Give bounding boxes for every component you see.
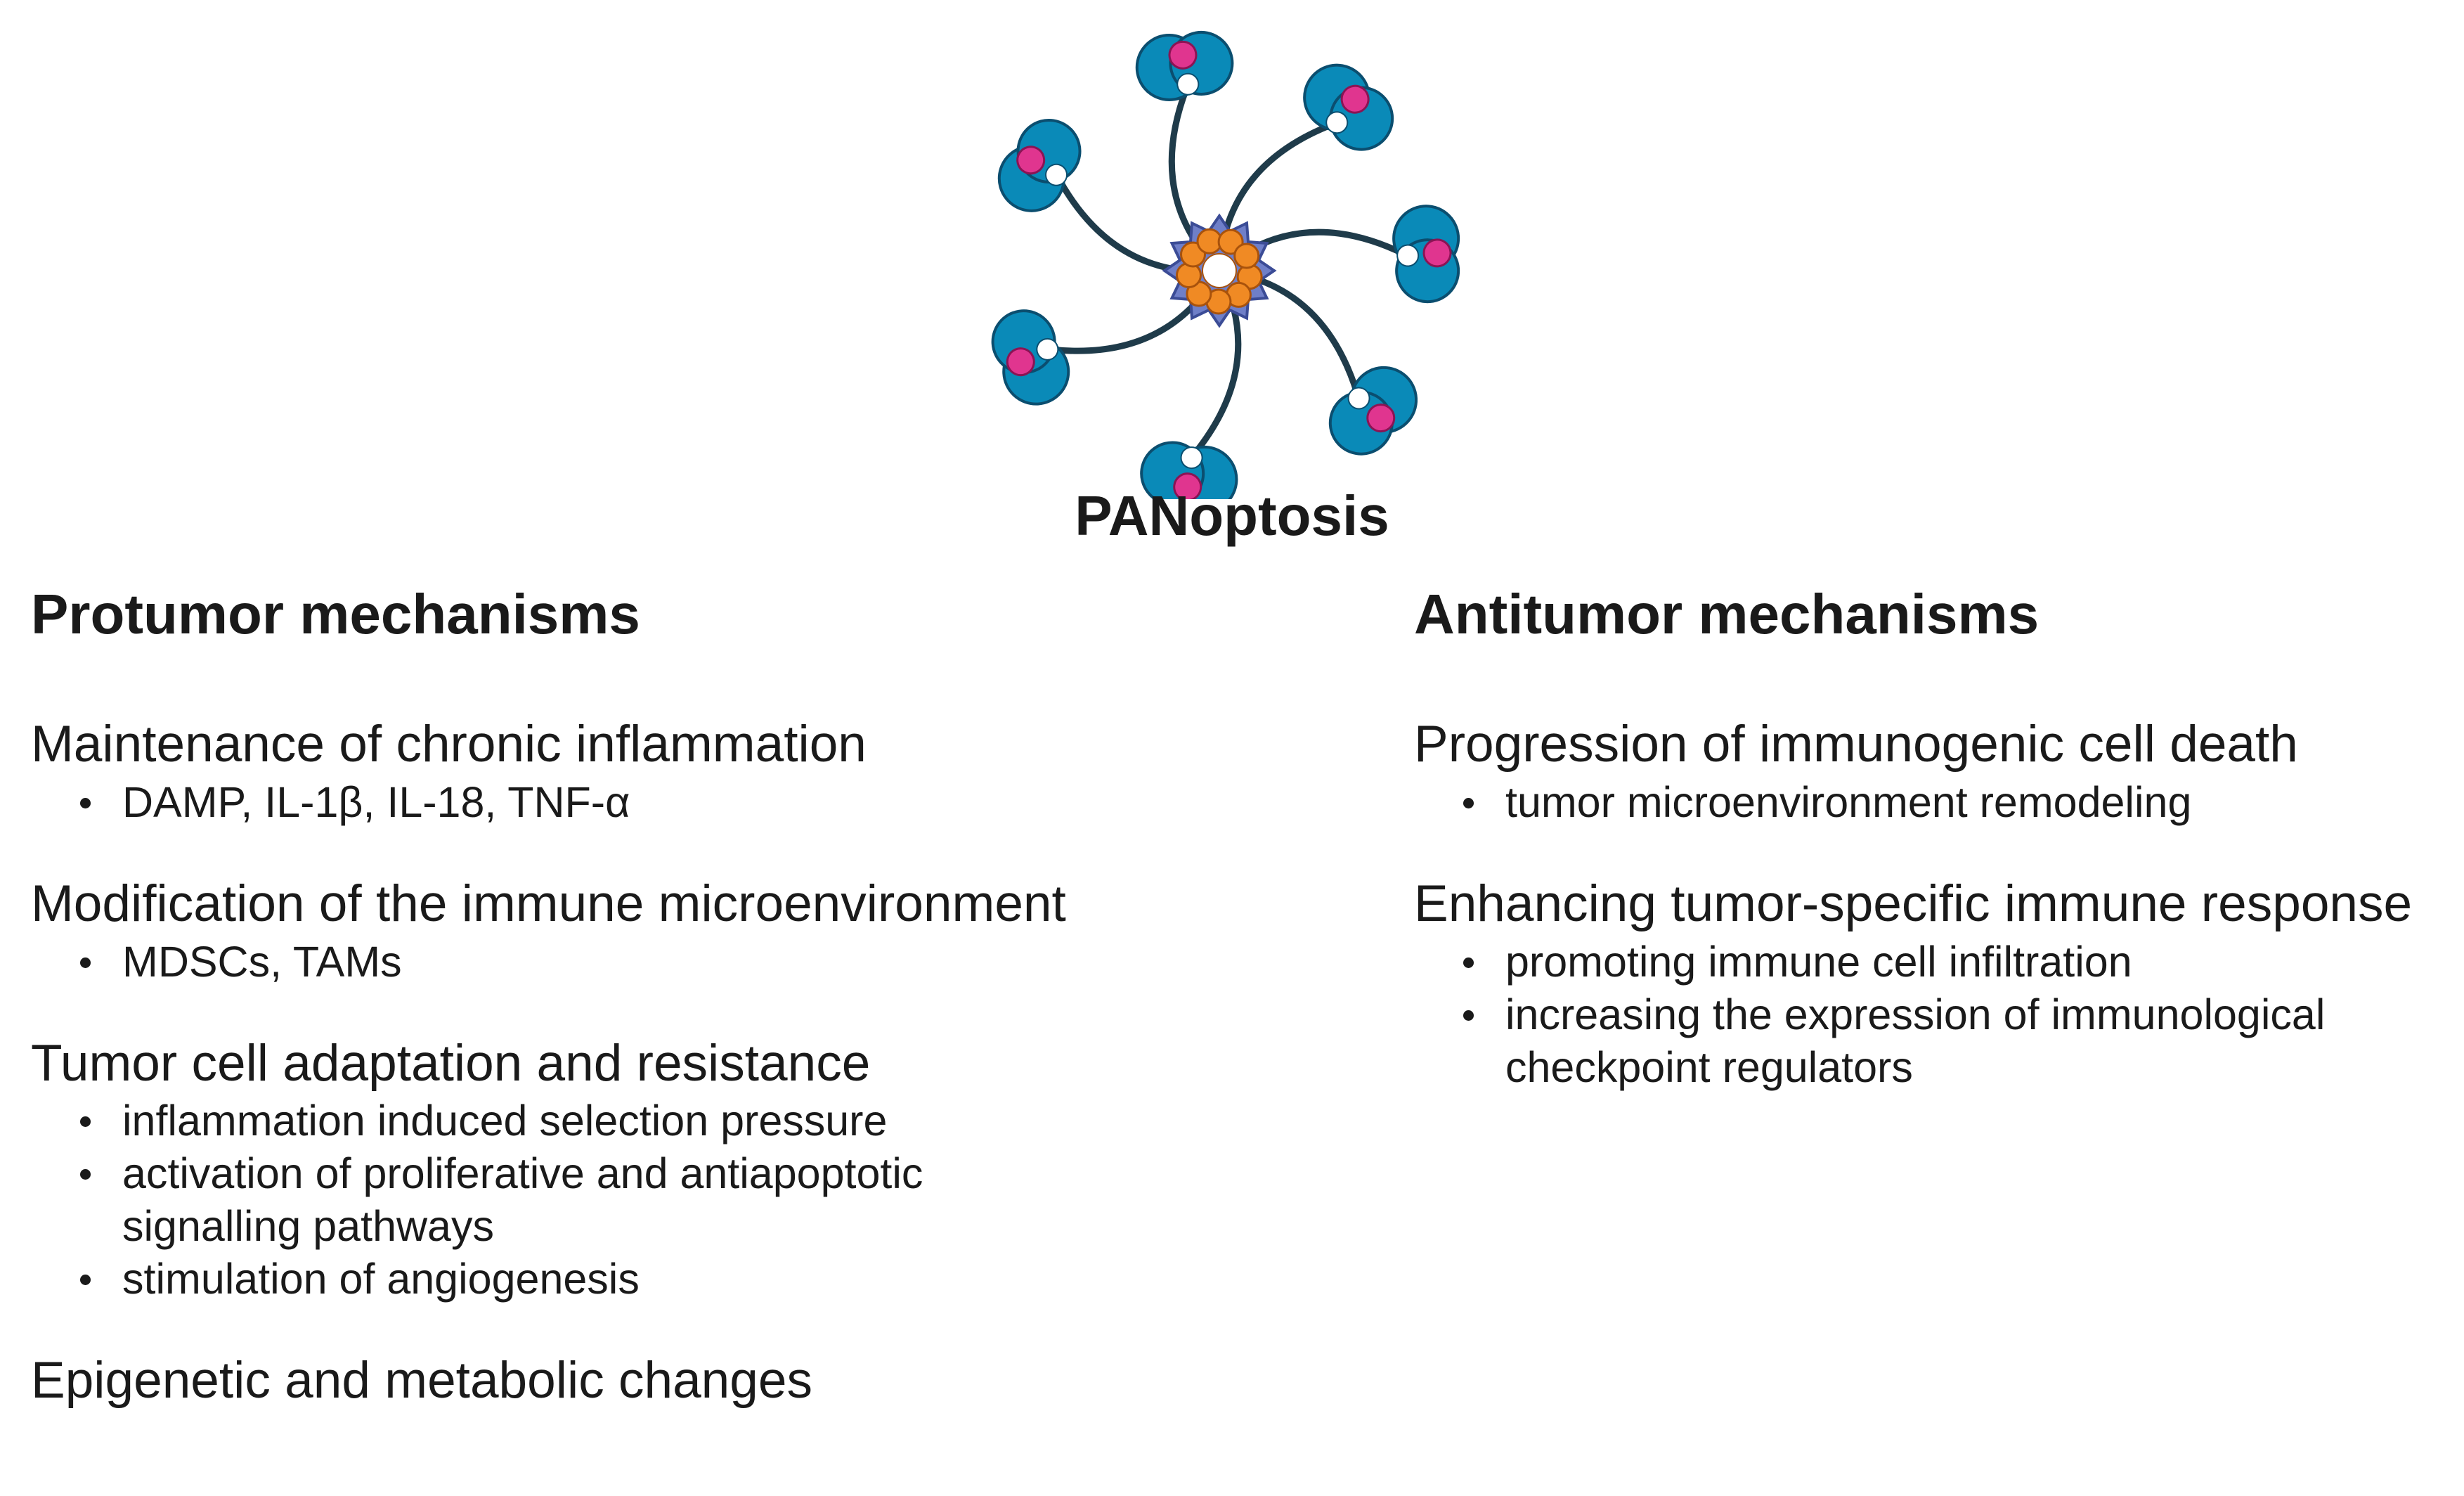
bullet-list: DAMP, IL-1β, IL-18, TNF-α bbox=[31, 776, 1366, 829]
bullet-item: stimulation of angiogenesis bbox=[31, 1253, 1071, 1305]
bullet-item: inflammation induced selection pressure bbox=[31, 1095, 1071, 1147]
protein-domain-icon bbox=[1328, 366, 1418, 456]
bullet-item: DAMP, IL-1β, IL-18, TNF-α bbox=[31, 776, 1071, 829]
protein-domain-icon bbox=[997, 118, 1082, 212]
bullet-item: promoting immune cell infiltration bbox=[1414, 936, 2433, 988]
bullet-item: MDSCs, TAMs bbox=[31, 936, 1071, 988]
protein-domain-icon bbox=[1135, 30, 1234, 101]
bullet-dot-icon bbox=[1463, 1010, 1474, 1021]
mechanism-group-title: Tumor cell adaptation and resistance bbox=[31, 1034, 871, 1092]
mechanism-group: Enhancing tumor-specific immune response… bbox=[1414, 875, 2454, 1094]
mechanism-group-title: Maintenance of chronic inflammation bbox=[31, 716, 867, 773]
bullet-text: stimulation of angiogenesis bbox=[122, 1255, 640, 1303]
antitumor-groups: Progression of immunogenic cell death tum… bbox=[1414, 716, 2454, 1094]
bullet-dot-icon bbox=[1463, 797, 1474, 808]
antitumor-heading: Antitumor mechanisms bbox=[1414, 583, 2040, 645]
bullet-item: tumor microenvironment remodeling bbox=[1414, 776, 2433, 829]
bullet-dot-icon bbox=[80, 797, 91, 808]
protein-domain-icon bbox=[991, 309, 1070, 406]
antitumor-column: Antitumor mechanisms Progression of immu… bbox=[1414, 583, 2454, 1140]
figure-title: PANoptosis bbox=[1075, 484, 1389, 547]
bullet-item: activation of proliferative and antiapop… bbox=[31, 1147, 1071, 1253]
bullet-text: activation of proliferative and antiapop… bbox=[122, 1149, 923, 1251]
protein-domain-icon bbox=[1303, 63, 1394, 151]
mechanism-group-title: Progression of immunogenic cell death bbox=[1414, 716, 2298, 773]
bullet-text: DAMP, IL-1β, IL-18, TNF-α bbox=[122, 778, 630, 826]
mechanism-group: Modification of the immune microenvironm… bbox=[31, 875, 1366, 988]
core-subunit bbox=[1233, 243, 1260, 269]
bullet-dot-icon bbox=[80, 1169, 91, 1180]
protein-domain-icon bbox=[1140, 441, 1238, 499]
bullet-text: increasing the expression of immunologic… bbox=[1505, 990, 2326, 1091]
protein-domain-icon bbox=[1392, 205, 1460, 304]
mechanism-group-title: Epigenetic and metabolic changes bbox=[31, 1352, 812, 1410]
bullet-list: tumor microenvironment remodeling bbox=[1414, 776, 2454, 829]
mechanism-group-title: Modification of the immune microenvironm… bbox=[31, 875, 1066, 932]
mechanism-group-title: Enhancing tumor-specific immune response bbox=[1414, 875, 2413, 932]
bullet-list: MDSCs, TAMs bbox=[31, 936, 1366, 988]
bullet-dot-icon bbox=[80, 957, 91, 968]
bullet-item: increasing the expression of immunologic… bbox=[1414, 988, 2433, 1094]
bullet-text: MDSCs, TAMs bbox=[122, 937, 402, 986]
protumor-column: Protumor mechanisms Maintenance of chron… bbox=[31, 583, 1366, 1456]
protumor-heading: Protumor mechanisms bbox=[31, 583, 640, 645]
bullet-dot-icon bbox=[1463, 957, 1474, 968]
mechanism-group: Progression of immunogenic cell death tum… bbox=[1414, 716, 2454, 829]
core-subunit bbox=[1176, 262, 1202, 288]
panoptosome-complex-icon bbox=[991, 30, 1460, 499]
mechanism-group: Epigenetic and metabolic changes bbox=[31, 1352, 1366, 1410]
bullet-dot-icon bbox=[80, 1116, 91, 1128]
bullet-text: inflammation induced selection pressure bbox=[122, 1097, 888, 1145]
bullet-text: promoting immune cell infiltration bbox=[1505, 937, 2132, 986]
bullet-dot-icon bbox=[80, 1275, 91, 1286]
bullet-text: tumor microenvironment remodeling bbox=[1505, 778, 2192, 826]
